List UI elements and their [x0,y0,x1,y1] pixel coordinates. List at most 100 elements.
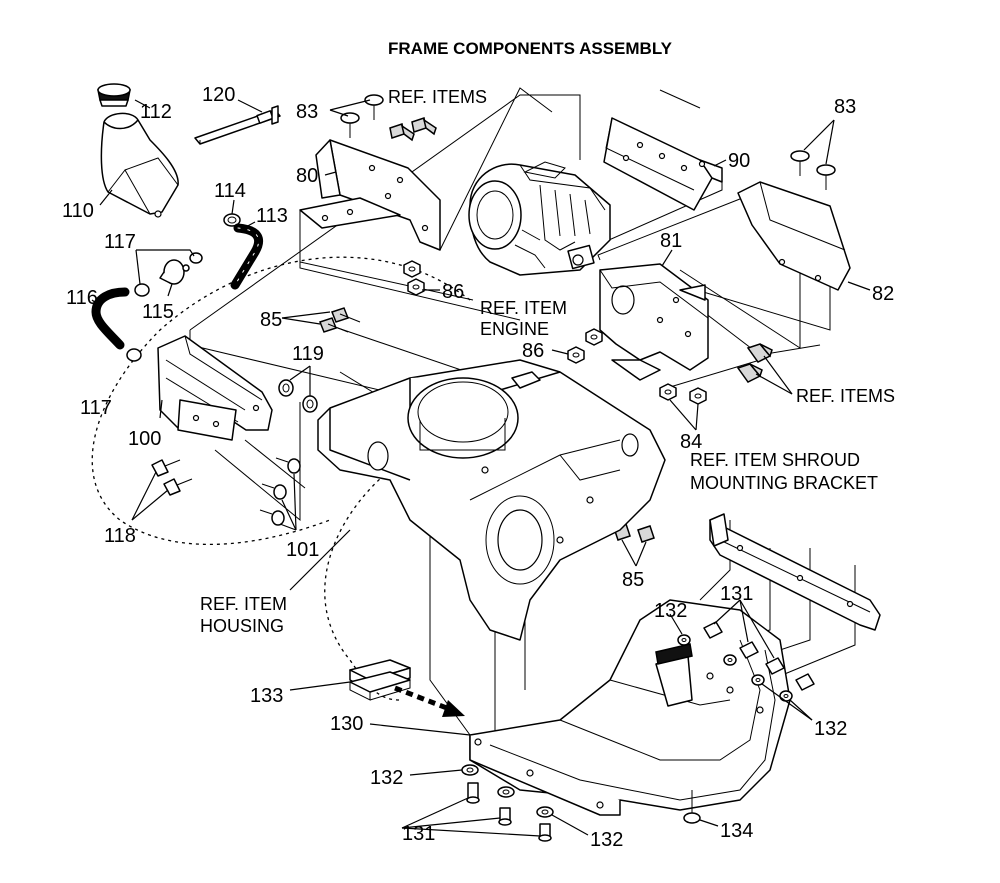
ref-housing-line2: HOUSING [200,616,284,636]
ref-bolt-top-b [411,117,437,136]
callout-labels: 112 120 83 83 110 114 80 113 90 117 117 … [62,84,894,851]
callout-80: 80 [296,165,318,187]
hose-113 [230,223,263,290]
callout-134: 134 [720,820,753,842]
pad-133 [349,659,411,701]
bolt-85-lower-b [637,525,655,543]
callout-83-left: 83 [296,101,318,123]
reference-labels: REF. ITEMS REF. ITEM ENGINE REF. ITEMS R… [200,87,895,636]
bolt-101-c [259,509,285,526]
dotted-group-outline-left [91,256,471,546]
nut-86-left-a [403,260,421,278]
callout-85-lower: 85 [622,569,644,591]
cover-82 [737,181,851,291]
washer-132-upper-d [779,690,793,702]
bracket-90 [603,117,723,211]
bolt-83-left-a [340,112,360,138]
washer-132-upper-a [677,634,691,646]
callout-112: 112 [140,101,172,123]
bolt-85-upper-a [331,307,361,323]
clamp-117-lower [126,348,142,362]
callout-117-lower: 117 [80,397,112,419]
callout-100: 100 [128,428,161,450]
callout-116: 116 [66,287,98,309]
washer-132-upper-c [751,674,765,686]
bolt-131-lower-b [498,807,512,826]
ref-bolt-right-b [736,363,763,383]
bolt-131-upper-c [765,657,785,675]
washer-119-b [302,395,318,413]
pan-130 [469,599,791,816]
ref-item-engine-line2: ENGINE [480,319,549,339]
bracket-80 [299,139,441,251]
callout-132-upper-left: 132 [654,600,687,622]
bolt-83-right-a [790,150,810,176]
nut-84-a [659,383,677,401]
callout-117-upper: 117 [104,231,136,253]
callout-131-lower: 131 [402,823,435,845]
washer-132-lower-b [497,786,515,798]
bolt-131-lower-a [466,782,480,804]
callout-110: 110 [62,200,94,222]
strip-120 [194,105,281,145]
bolt-131-lower-c [538,823,552,842]
hose-116 [91,287,130,350]
bolt-101-a [275,457,301,474]
ref-shroud-line2: MOUNTING BRACKET [690,473,878,493]
bolt-131-upper-b [739,641,759,659]
callout-115: 115 [142,301,174,323]
engine-ref-item [468,161,611,276]
callout-90: 90 [728,150,750,172]
valve-115 [159,259,190,285]
shroud-mounting-bracket-ref [709,513,881,631]
bolt-131-upper-d [795,673,815,691]
install-direction-arrow [394,685,465,717]
washer-132-upper-b [723,654,737,666]
bolt-83-right-b [816,164,836,190]
callout-131-upper: 131 [720,583,753,605]
washer-132-lower-c [536,806,554,818]
ref-item-engine-line1: REF. ITEM [480,298,567,318]
callout-85-upper: 85 [260,309,282,331]
callout-113: 113 [256,205,288,227]
callout-130: 130 [330,713,363,735]
ref-bolt-top-a [389,123,415,142]
ref-items-right-label: REF. ITEMS [796,386,895,406]
nut-86-right-a [585,328,603,346]
callout-86-right: 86 [522,340,544,362]
ref-housing-line1: REF. ITEM [200,594,287,614]
dotted-group-outline-bottom [324,469,401,701]
bolt-85-upper-b [319,317,349,333]
nut-84-b [689,387,707,405]
ref-shroud-line1: REF. ITEM SHROUD [690,450,860,470]
callout-120: 120 [202,84,235,106]
callout-119: 119 [292,343,324,365]
bolt-118-b [163,478,193,496]
cap-112 [97,83,131,107]
bracket-100 [157,335,273,441]
bolt-101-b [261,483,287,500]
washer-119-a [278,379,294,397]
nut-86-left-b [407,278,425,296]
ref-bolt-right-a [746,343,773,363]
callout-81: 81 [660,230,682,252]
diagram-title: FRAME COMPONENTS ASSEMBLY [388,39,673,58]
clamp-114 [223,213,241,227]
callout-132-lower-right: 132 [590,829,623,851]
callout-101: 101 [286,539,319,561]
callout-83-right: 83 [834,96,856,118]
callout-82: 82 [872,283,894,305]
callout-114: 114 [214,180,246,202]
callout-133: 133 [250,685,283,707]
housing-ref-item [317,359,666,641]
washer-132-lower-a [461,764,479,776]
ref-items-top-label: REF. ITEMS [388,87,487,107]
callout-118: 118 [104,525,136,547]
bolt-134 [683,790,701,824]
nut-86-right-b [567,346,585,364]
callout-86-left: 86 [442,281,464,303]
plate-81 [599,263,709,381]
callout-84: 84 [680,431,702,453]
bolt-83-left-b [364,94,384,120]
